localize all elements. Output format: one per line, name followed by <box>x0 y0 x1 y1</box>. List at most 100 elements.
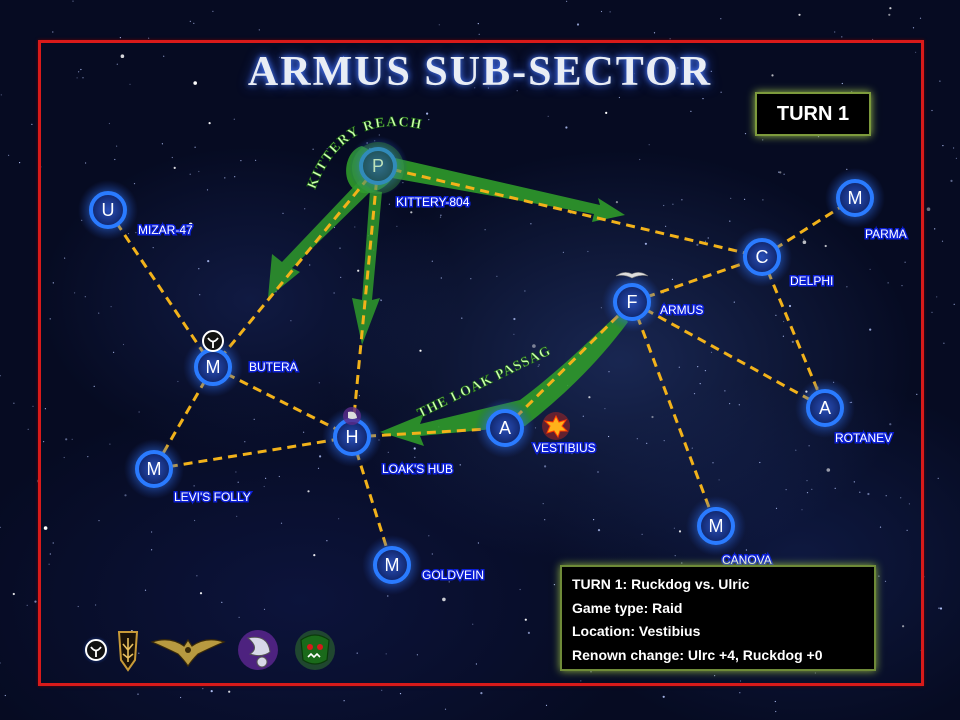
star <box>618 96 621 99</box>
star <box>43 441 45 443</box>
star <box>811 488 813 490</box>
system-node <box>836 179 874 217</box>
star <box>263 485 265 488</box>
star <box>282 212 284 214</box>
star <box>438 24 440 26</box>
star <box>199 592 203 595</box>
star <box>138 652 140 654</box>
star <box>110 306 112 308</box>
star <box>385 653 387 655</box>
system-letter: M <box>848 188 863 208</box>
system-levi[interactable]: M <box>124 439 184 499</box>
route-kittery-delphi <box>377 164 763 259</box>
star <box>431 553 433 555</box>
star <box>714 675 716 677</box>
star <box>681 562 683 564</box>
system-label-rotanev: ROTANEV <box>835 431 892 445</box>
star <box>636 438 638 440</box>
star <box>889 7 892 10</box>
star <box>318 382 320 384</box>
system-node <box>613 283 651 321</box>
system-letter: M <box>709 516 724 536</box>
system-goldvein[interactable]: M <box>362 535 422 595</box>
star <box>340 276 342 278</box>
star <box>49 318 51 320</box>
star <box>189 173 191 175</box>
ork-icon <box>295 630 335 670</box>
star <box>173 166 176 169</box>
star <box>938 607 940 609</box>
star <box>669 38 671 40</box>
star <box>442 597 446 602</box>
system-mizar[interactable]: U <box>78 180 138 240</box>
lane-kittery-east <box>392 158 625 222</box>
star <box>358 395 360 397</box>
star <box>681 199 683 201</box>
star <box>4 694 6 697</box>
system-butera[interactable]: M <box>183 337 243 397</box>
star <box>478 33 480 35</box>
star <box>144 589 147 591</box>
star <box>82 77 84 79</box>
star <box>278 56 281 58</box>
star <box>699 383 701 385</box>
star <box>605 111 608 114</box>
star <box>196 575 198 577</box>
system-kittery[interactable]: P <box>348 136 408 196</box>
star <box>604 408 606 410</box>
star <box>710 351 713 353</box>
star <box>440 214 442 216</box>
system-armus[interactable]: F <box>602 272 662 332</box>
star <box>527 631 531 635</box>
star <box>444 708 447 710</box>
star <box>704 370 707 372</box>
system-letter: P <box>372 156 384 176</box>
system-node <box>373 546 411 584</box>
star <box>916 393 918 395</box>
star <box>459 464 461 466</box>
star <box>900 497 902 499</box>
star <box>600 10 603 13</box>
system-rotanev[interactable]: A <box>795 378 855 438</box>
star <box>648 144 650 146</box>
system-delphi[interactable]: C <box>732 227 792 287</box>
star <box>609 11 611 13</box>
star <box>729 220 731 222</box>
star <box>388 203 390 205</box>
star <box>571 453 573 455</box>
star <box>576 23 580 26</box>
star <box>472 623 474 625</box>
dark-eldar-icon <box>117 631 139 672</box>
star <box>48 563 50 565</box>
star <box>234 176 236 178</box>
star <box>943 342 945 344</box>
star <box>690 110 692 112</box>
star <box>399 693 402 695</box>
system-node <box>135 450 173 488</box>
system-canova[interactable]: M <box>686 496 746 556</box>
system-vestibius[interactable]: A <box>475 398 535 458</box>
star <box>801 509 803 511</box>
star <box>593 519 595 521</box>
star <box>8 154 10 156</box>
system-loak[interactable]: H <box>322 407 382 467</box>
system-letter: F <box>627 292 638 312</box>
star <box>0 94 2 96</box>
star <box>778 171 780 173</box>
star <box>32 405 34 407</box>
star <box>52 282 54 284</box>
star <box>189 20 191 22</box>
star <box>431 260 433 262</box>
star <box>304 208 306 210</box>
star <box>152 247 154 249</box>
star <box>782 335 785 337</box>
system-letter: H <box>346 427 359 447</box>
star <box>608 435 610 438</box>
system-parma[interactable]: M <box>825 168 885 228</box>
star <box>87 456 89 458</box>
star <box>477 542 479 544</box>
star <box>545 704 548 707</box>
star <box>867 492 870 496</box>
